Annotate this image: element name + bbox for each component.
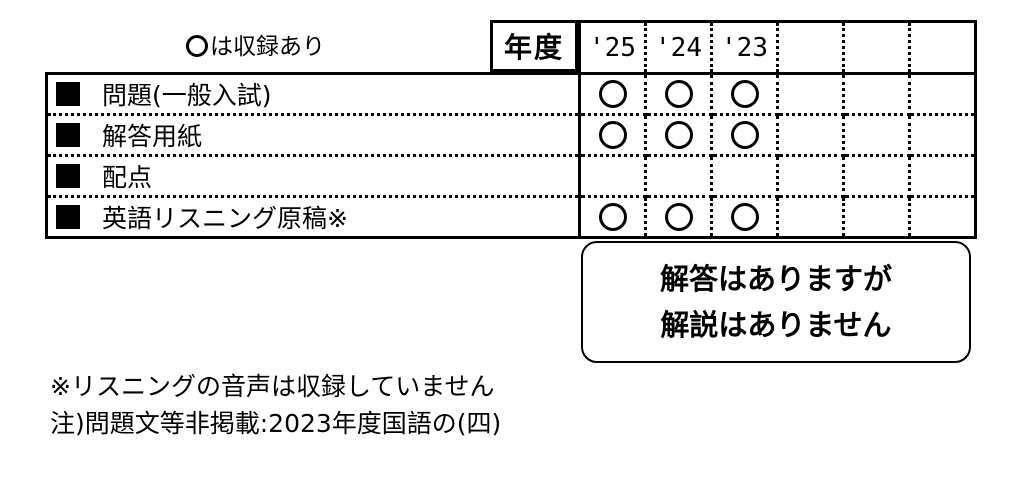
answer-note-line2: 解説はありません xyxy=(660,308,892,342)
year-header: 年度 xyxy=(490,20,578,72)
mark-cell xyxy=(777,196,845,239)
mark-cell xyxy=(578,155,647,198)
mark-cell xyxy=(711,155,779,198)
year-cell xyxy=(909,20,977,75)
square-icon xyxy=(56,205,80,229)
circle-icon xyxy=(664,203,693,231)
table-row: 解答用紙 xyxy=(45,114,977,157)
circle-icon xyxy=(598,203,627,231)
mark-cell xyxy=(711,73,779,116)
answer-note: 解答はありますが 解説はありません xyxy=(581,241,971,363)
circle-icon xyxy=(664,80,693,108)
mark-cell xyxy=(843,73,911,116)
table-row: 英語リスニング原稿※ xyxy=(45,196,977,239)
table-row: 問題(一般入試) xyxy=(45,72,977,116)
circle-icon xyxy=(664,121,693,149)
table-row: 配点 xyxy=(45,155,977,198)
circle-icon xyxy=(730,80,759,108)
circle-icon xyxy=(730,121,759,149)
legend-text: は収録あり xyxy=(210,34,325,60)
mark-cell xyxy=(711,114,779,157)
square-icon xyxy=(56,164,80,188)
circle-icon xyxy=(598,121,627,149)
mark-cell xyxy=(777,155,845,198)
square-icon xyxy=(56,82,80,106)
circle-icon xyxy=(598,80,627,108)
mark-cell xyxy=(909,114,977,157)
row-label: 配点 xyxy=(102,163,153,192)
mark-cell xyxy=(578,114,647,157)
recording-table: '25 '24 '23 問題(一般入試) 解答用紙 配点 英語リスニング原稿※ xyxy=(45,20,977,239)
legend: は収録あり xyxy=(186,30,325,64)
square-icon xyxy=(56,123,80,147)
mark-cell xyxy=(578,196,647,239)
mark-cell xyxy=(777,73,845,116)
mark-cell xyxy=(909,73,977,116)
row-label: 英語リスニング原稿※ xyxy=(102,204,348,233)
answer-note-line1: 解答はありますが xyxy=(659,262,892,296)
year-header-row: '25 '24 '23 xyxy=(47,20,977,75)
footnote-listening: ※リスニングの音声は収録していません xyxy=(50,372,495,401)
footnote-omitted: 注)問題文等非掲載:2023年度国語の(四) xyxy=(50,409,502,438)
mark-cell xyxy=(645,73,713,116)
mark-cell xyxy=(843,114,911,157)
row-label: 解答用紙 xyxy=(102,122,203,151)
year-cell: '25 xyxy=(578,20,647,75)
mark-cell xyxy=(843,196,911,239)
mark-cell xyxy=(843,155,911,198)
mark-cell xyxy=(645,114,713,157)
mark-cell xyxy=(909,155,977,198)
year-cell xyxy=(777,20,845,75)
circle-icon xyxy=(186,34,208,57)
year-cell xyxy=(843,20,911,75)
mark-cell xyxy=(645,155,713,198)
year-cell: '24 xyxy=(645,20,713,75)
mark-cell xyxy=(909,196,977,239)
mark-cell xyxy=(777,114,845,157)
circle-icon xyxy=(730,203,759,231)
mark-cell xyxy=(711,196,779,239)
mark-cell xyxy=(578,73,647,116)
row-label: 問題(一般入試) xyxy=(102,81,272,110)
mark-cell xyxy=(645,196,713,239)
year-cell: '23 xyxy=(711,20,779,75)
